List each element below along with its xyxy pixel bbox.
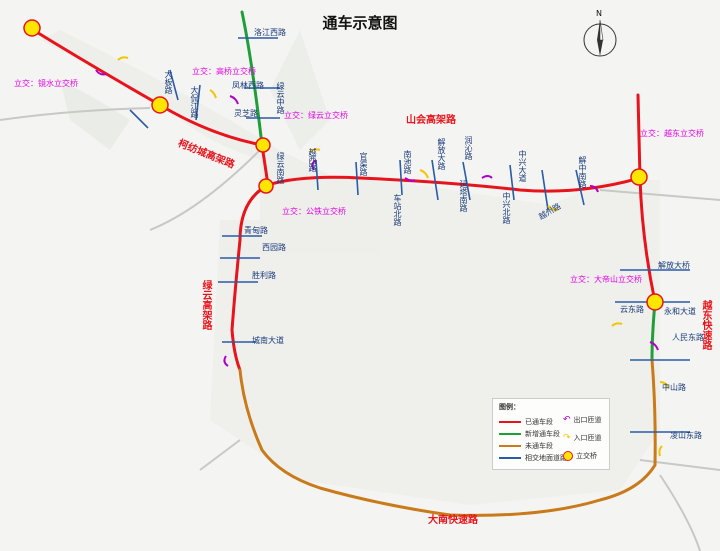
exit-ramp-icon: ↶ <box>563 415 571 425</box>
road-label-fenglin: 凤林西路 <box>232 81 264 90</box>
exit-ramp-7 <box>223 355 229 367</box>
map-legend: 图例： 已通车段 新增通车段 未通车段 相交地面道路 ↶出口匝道 ↷入口匝道 立… <box>492 398 610 470</box>
compass-north-label: N <box>596 9 602 18</box>
legend-new-opened-label: 新增通车段 <box>525 430 560 438</box>
interchange-icon <box>563 451 573 461</box>
entry-ramp-4 <box>419 169 429 179</box>
interchange-jianshui <box>23 19 41 37</box>
road-label-chengnan: 城南大道 <box>252 336 284 345</box>
road-label-shuiyue: 解放大桥 <box>658 261 690 270</box>
legend-exit-ramp: ↶出口匝道 <box>563 415 602 425</box>
road-label-zhongshan: 中山路 <box>662 383 686 392</box>
yuedong-highway-label: 越东快速路 <box>700 300 711 350</box>
minor-roads <box>0 107 720 551</box>
exit-ramp-6 <box>589 185 599 193</box>
compass: N <box>578 9 622 62</box>
exit-ramp-2 <box>229 95 239 105</box>
gaoqiao-interchange-label: 立交：高桥立交桥 <box>192 67 256 76</box>
lvyun-south-line <box>238 368 657 517</box>
map-title: 通车示意图 <box>322 14 398 32</box>
lvyun-highway-line-upper <box>230 183 270 372</box>
legend-entry-ramp-label: 入口匝道 <box>573 434 602 442</box>
lvyun-interchange-label: 立交：绿云立交桥 <box>284 111 348 120</box>
road-label-lvyunnan: 绿云南路 <box>276 152 285 184</box>
interchanges <box>23 19 664 311</box>
interchange-lvyun <box>255 137 271 153</box>
jianshui-interchange-label: 立交：镜水立交桥 <box>14 79 78 88</box>
legend-surface-road: 相交地面道路 <box>499 453 567 463</box>
lvyun-north-new-line <box>240 10 264 147</box>
legend-opened: 已通车段 <box>499 417 553 427</box>
legend-opened-swatch <box>499 421 521 423</box>
legend-not-opened: 未通车段 <box>499 441 553 451</box>
road-label-runxin: 润沁路 <box>464 136 473 160</box>
entry-ramp-1 <box>117 56 129 61</box>
entry-ramp-3 <box>309 148 321 153</box>
yuedong-interchange-label: 立交：越东立交桥 <box>640 129 704 138</box>
road-label-jiezhong: 解中南路 <box>578 156 587 188</box>
road-label-yunxi: 云东路 <box>620 305 644 314</box>
road-label-daban: 大板路 <box>164 70 173 94</box>
legend-new-opened-swatch <box>499 433 521 435</box>
interchange-dadishan <box>646 293 664 311</box>
road-label-jiaohui: 洛江西路 <box>254 28 286 37</box>
legend-title: 图例： <box>499 403 520 411</box>
legend-not-opened-swatch <box>499 445 521 447</box>
shanhui-highway-label: 山会高架路 <box>406 115 456 126</box>
road-label-nanchi: 南池路 <box>403 150 412 174</box>
exit-ramp-5 <box>481 175 493 179</box>
road-label-zhongxing: 中兴大道 <box>518 150 527 182</box>
legend-interchange-label: 立交桥 <box>576 452 597 460</box>
entry-ramp-8 <box>658 445 663 457</box>
legend-interchange: 立交桥 <box>563 451 597 461</box>
road-label-chezhan: 车站北路 <box>393 194 402 226</box>
road-label-lvyunzhong: 绿云中路 <box>276 82 285 114</box>
gongtie-interchange-label: 立交：公铁立交桥 <box>282 207 346 216</box>
entry-ramp-7 <box>659 381 669 389</box>
road-label-jiefang: 解放大路 <box>437 138 446 170</box>
entry-ramp-2 <box>209 89 217 99</box>
entry-ramp-6 <box>611 322 623 327</box>
entry-ramp-5 <box>547 205 559 211</box>
road-label-lingshan: 凌山东路 <box>670 431 702 440</box>
road-label-zhongxingbei: 中兴北路 <box>502 192 511 224</box>
exit-ramp-3 <box>311 159 317 171</box>
exit-ramp-4 <box>404 177 416 182</box>
road-label-shengli: 胜利路 <box>252 271 276 280</box>
road-label-yonghe: 永和大道 <box>664 307 696 316</box>
entry-ramp-icon: ↷ <box>563 433 571 443</box>
legend-surface-road-label: 相交地面道路 <box>525 454 567 462</box>
dadishan-interchange-label: 立交：大帝山立交桥 <box>570 275 642 284</box>
road-label-guanqu: 官渠路 <box>359 152 368 176</box>
legend-new-opened: 新增通车段 <box>499 429 560 439</box>
danan-highway-label: 大南快速路 <box>428 515 478 526</box>
urban-background <box>40 30 660 505</box>
interchange-gongtie <box>258 178 274 194</box>
road-label-lingzhi: 灵芝路 <box>234 109 258 118</box>
road-label-yanta: 延塔南路 <box>459 180 468 212</box>
exit-ramp-8 <box>649 341 659 351</box>
road-label-renmin: 人民东路 <box>672 333 704 342</box>
exit-ramps <box>95 69 659 367</box>
interchange-yuedong <box>630 168 648 186</box>
legend-exit-ramp-label: 出口匝道 <box>573 416 602 424</box>
legend-not-opened-label: 未通车段 <box>525 442 553 450</box>
legend-opened-label: 已通车段 <box>525 418 553 426</box>
interchange-gaoqiao <box>151 96 169 114</box>
exit-ramp-1 <box>95 69 107 76</box>
legend-entry-ramp: ↷入口匝道 <box>563 433 602 443</box>
lvyun-highway-label: 绿云高架路 <box>200 280 211 330</box>
yuedong-south-line <box>650 358 657 467</box>
road-label-qinghe: 青甸路 <box>244 226 268 235</box>
legend-surface-road-swatch <box>499 457 521 459</box>
road-label-yuexi: 越西路 <box>308 148 317 172</box>
compass-icon <box>583 19 617 57</box>
not-opened-segments <box>238 358 657 517</box>
surface-road-crossings <box>129 37 690 433</box>
entry-ramps <box>117 56 669 457</box>
road-label-xiyuan: 西园路 <box>262 243 286 252</box>
road-label-dajiang: 大侃江路 <box>190 86 199 118</box>
